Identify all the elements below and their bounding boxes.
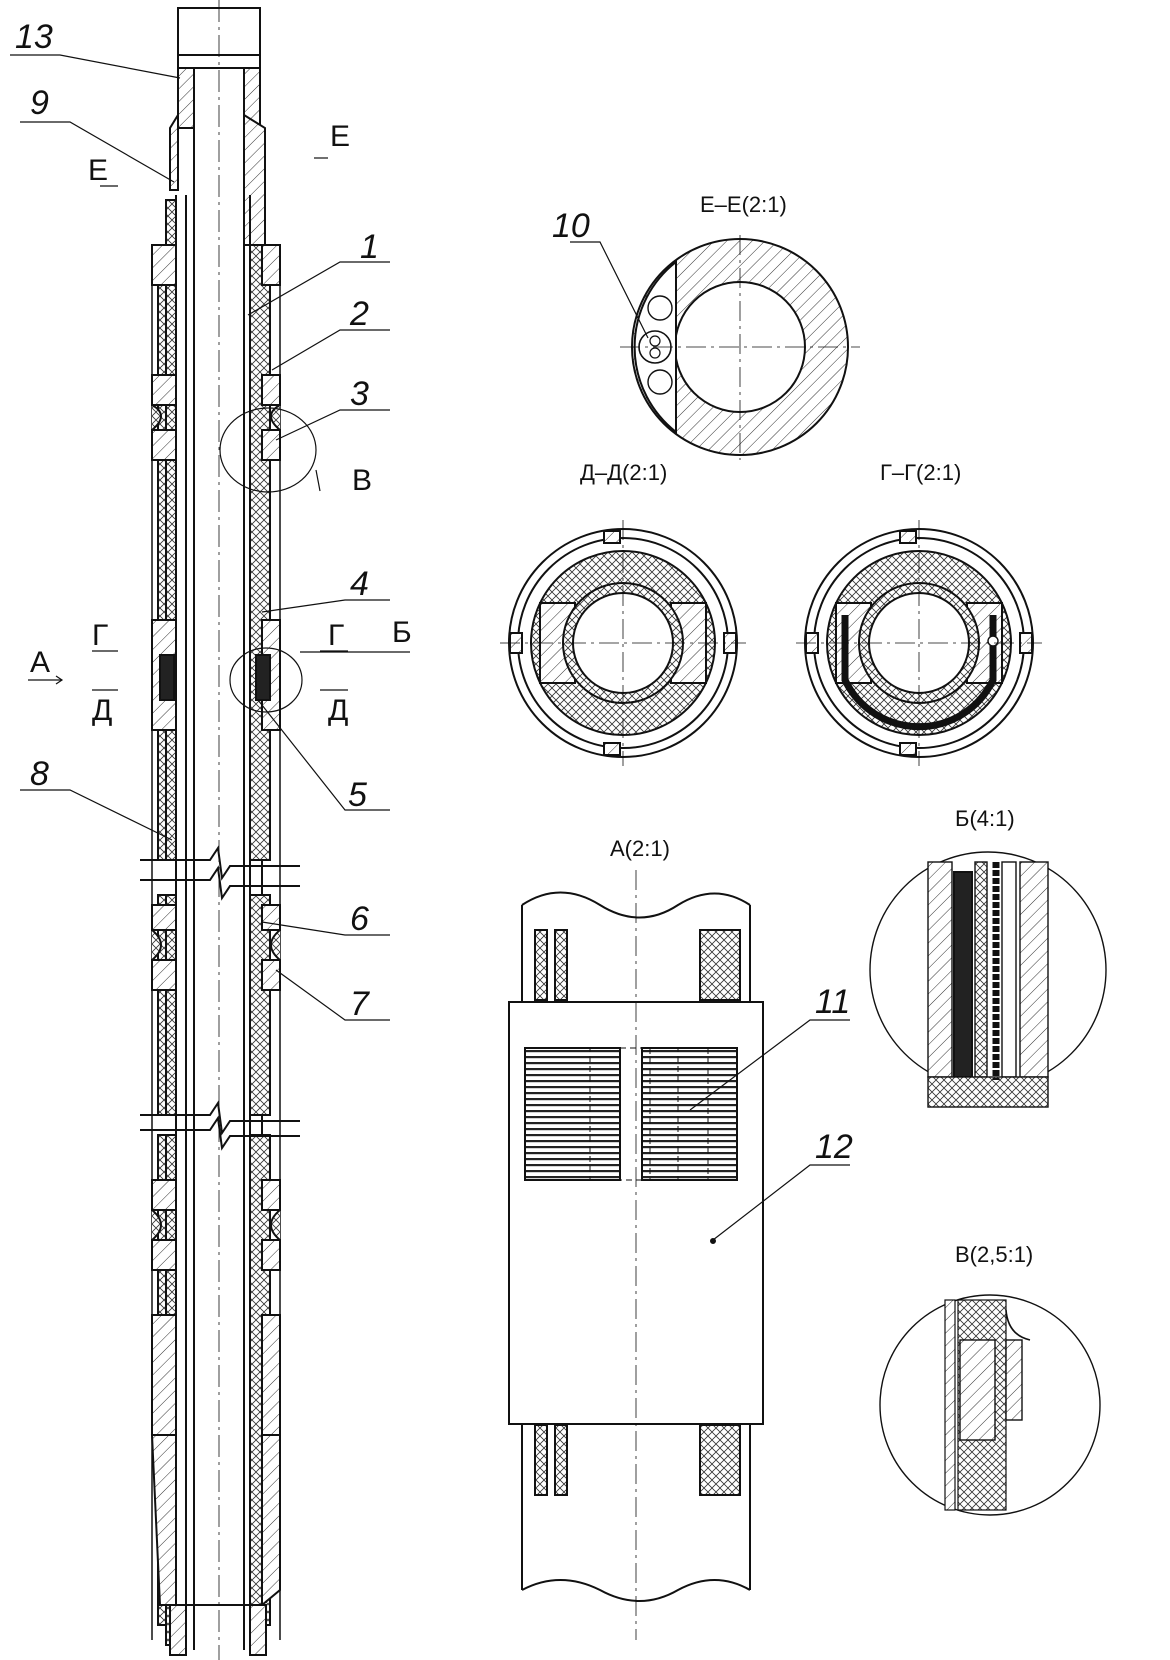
section-mark-d-left: Д <box>92 694 112 727</box>
section-mark-d-right: Д <box>328 694 348 727</box>
callout-11: 11 <box>815 983 850 1021</box>
section-mark-e-right: Е <box>330 120 350 153</box>
callout-13: 13 <box>15 18 53 56</box>
section-mark-e-left: Е <box>88 154 108 187</box>
callout-3: 3 <box>350 375 369 413</box>
title-view-a: А(2:1) <box>610 836 670 861</box>
callout-6: 6 <box>350 900 369 938</box>
callout-4: 4 <box>350 565 369 603</box>
callout-9: 9 <box>30 84 49 122</box>
callout-1: 1 <box>360 228 379 266</box>
callout-labels: 13 9 1 2 3 4 5 6 7 8 10 11 12 <box>15 18 853 1166</box>
detail-mark-b: Б <box>392 616 412 649</box>
leader-lines <box>10 54 410 1021</box>
title-section-gg: Г–Г(2:1) <box>880 460 961 485</box>
title-section-dd: Д–Д(2:1) <box>580 460 667 485</box>
title-detail-b: Б(4:1) <box>955 806 1015 831</box>
title-detail-v: В(2,5:1) <box>955 1242 1033 1267</box>
callout-2: 2 <box>349 295 369 333</box>
callout-5: 5 <box>348 776 367 814</box>
section-mark-g-right: Г <box>328 619 344 652</box>
view-titles: Е–Е(2:1) Д–Д(2:1) Г–Г(2:1) А(2:1) Б(4:1)… <box>580 192 1033 1267</box>
section-mark-g-left: Г <box>92 619 108 652</box>
title-section-ee: Е–Е(2:1) <box>700 192 787 217</box>
section-dd <box>500 520 746 766</box>
section-ee <box>570 235 860 460</box>
main-section <box>140 0 317 1660</box>
detail-mark-v: В <box>352 464 372 497</box>
view-mark-a: А <box>30 646 50 679</box>
section-markers: Е Е Г Г Д Д А Б В <box>30 120 412 727</box>
detail-b <box>869 851 1107 1108</box>
section-gg <box>796 520 1042 766</box>
callout-7: 7 <box>350 985 370 1023</box>
callout-8: 8 <box>30 755 49 793</box>
callout-10: 10 <box>552 207 590 245</box>
callout-12: 12 <box>815 1128 853 1166</box>
view-a <box>508 870 850 1640</box>
detail-v <box>879 1294 1101 1516</box>
